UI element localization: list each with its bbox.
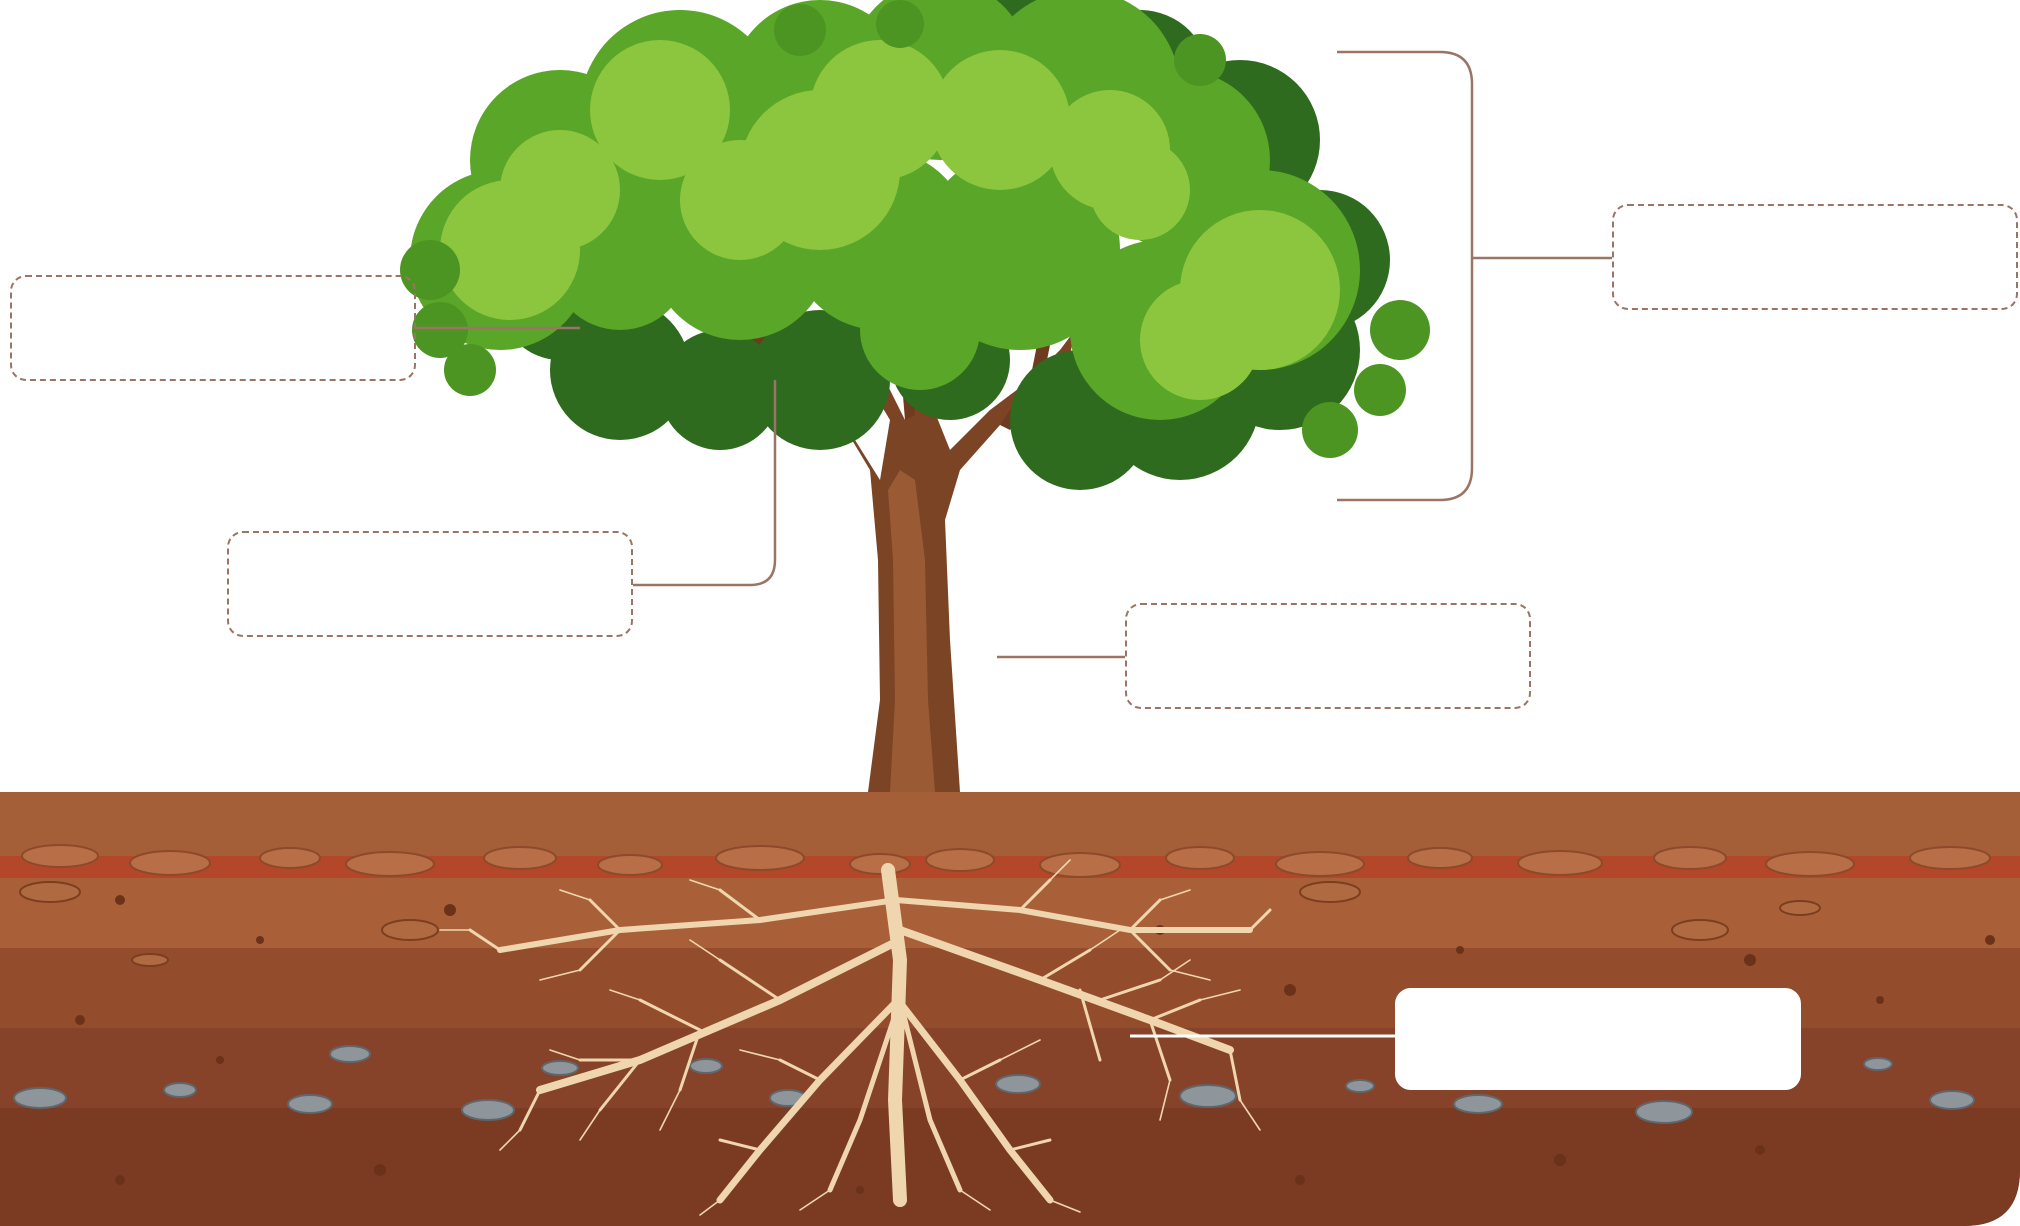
- label-box-roots[interactable]: [1395, 988, 1801, 1090]
- label-box-crown[interactable]: [1612, 204, 2018, 310]
- label-box-leaf[interactable]: [10, 275, 416, 381]
- soil-layer-4: [0, 1108, 2020, 1226]
- label-box-trunk[interactable]: [1125, 603, 1531, 709]
- label-box-branch[interactable]: [227, 531, 633, 637]
- soil-top-layer: [0, 792, 2020, 856]
